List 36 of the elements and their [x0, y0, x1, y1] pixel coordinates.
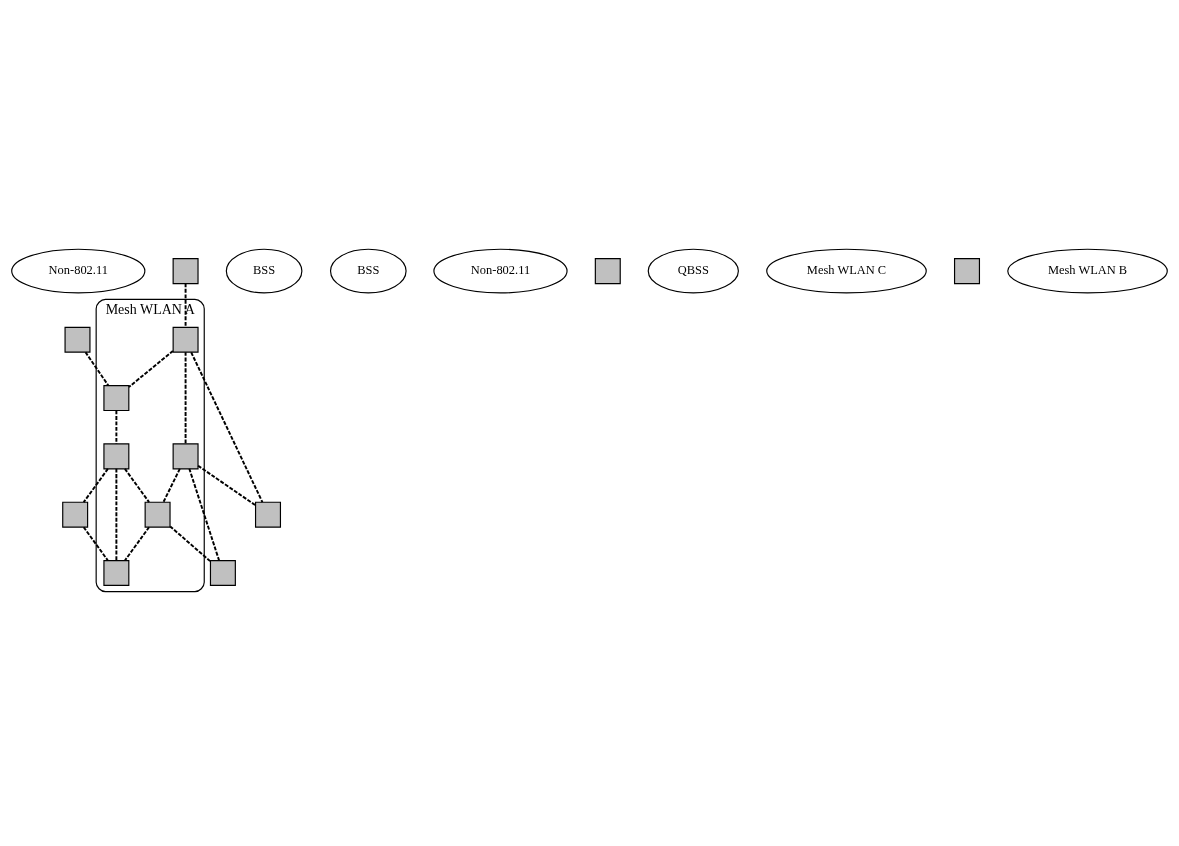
cluster: Mesh WLAN A [95, 298, 205, 592]
node-ellipse: Non-802.11 [11, 248, 146, 293]
node-box [172, 257, 199, 284]
connector [84, 350, 110, 386]
node-box [103, 384, 130, 411]
connector [123, 525, 150, 561]
connector [123, 467, 151, 503]
node-box [172, 326, 199, 353]
connector [169, 524, 212, 562]
node-ellipse: BSS [225, 248, 303, 293]
connector [190, 350, 264, 503]
node-box [594, 257, 621, 284]
connector [115, 409, 118, 445]
node-box [64, 326, 91, 353]
node-box [172, 442, 199, 469]
connector [188, 467, 221, 561]
node-box [144, 501, 171, 528]
node-ellipse: Mesh WLAN B [1007, 248, 1168, 293]
connector [115, 467, 118, 561]
connector [128, 349, 174, 388]
node-box [62, 501, 89, 528]
node-ellipse: QBSS [647, 248, 739, 293]
node-box [103, 559, 130, 586]
connector [82, 467, 109, 503]
node-ellipse: Mesh WLAN C [766, 248, 927, 293]
node-box [103, 442, 130, 469]
connector [82, 525, 109, 561]
node-ellipse: Non-802.11 [433, 248, 568, 293]
connector [197, 464, 257, 506]
node-ellipse: BSS [329, 248, 407, 293]
node-box [254, 501, 282, 528]
node-box [209, 559, 236, 586]
connector [162, 467, 181, 503]
connector [184, 282, 187, 328]
connector [184, 350, 187, 445]
node-box [954, 257, 981, 284]
